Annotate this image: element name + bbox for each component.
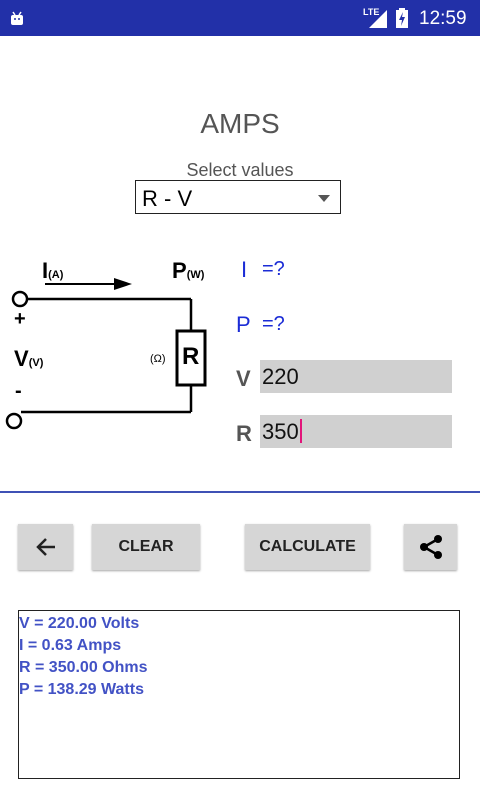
network-type: LTE [363,7,380,17]
resistance-text: 350 [262,419,299,444]
calculate-button[interactable]: CALCULATE [245,524,370,570]
share-icon [419,534,442,559]
signal-icon [369,10,387,28]
resistance-prefix: R [236,421,252,446]
chevron-down-icon [318,195,330,202]
select-label: Select values [186,160,294,180]
battery-charging-icon [396,8,408,28]
back-button[interactable] [18,524,73,570]
power-label: P(W) [172,258,205,283]
current-prefix: I [241,257,248,282]
resistance-field[interactable]: 350 [260,415,452,448]
circuit-diagram [5,278,207,430]
result-voltage: V = 220.00 Volts [19,615,140,632]
current-value[interactable]: =? [262,258,285,280]
voltage-prefix: V [236,366,251,391]
power-prefix: P [236,312,251,337]
arrow-left-icon [35,537,55,556]
divider [0,491,480,493]
minus-terminal-label: - [15,380,22,402]
share-button[interactable] [404,524,457,570]
plus-terminal-label: + [14,308,26,330]
results-panel: V = 220.00 Volts I = 0.63 Amps R = 350.0… [18,610,460,779]
result-current: I = 0.63 Amps [19,637,122,654]
result-resistance: R = 350.00 Ohms [19,659,148,676]
voltage-field[interactable]: 220 [260,360,452,393]
select-value: R - V [142,186,193,211]
current-label: I(A) [42,258,64,283]
power-value[interactable]: =? [262,313,285,335]
values-select[interactable]: R - V [135,180,341,214]
page-title: AMPS [200,108,280,139]
clock: 12:59 [419,8,467,29]
voltage-label: V(V) [14,346,44,371]
resistor-label: R [182,343,200,370]
resistance-field-value: 350 [262,419,302,445]
voltage-field-value: 220 [262,364,299,389]
text-cursor [299,419,302,443]
clear-button[interactable]: CLEAR [92,524,200,570]
status-bar: LTE 12:59 [0,0,480,36]
resistor-unit-label: (Ω) [150,353,166,365]
result-power: P = 138.29 Watts [19,681,144,698]
android-debug-icon [11,11,23,25]
